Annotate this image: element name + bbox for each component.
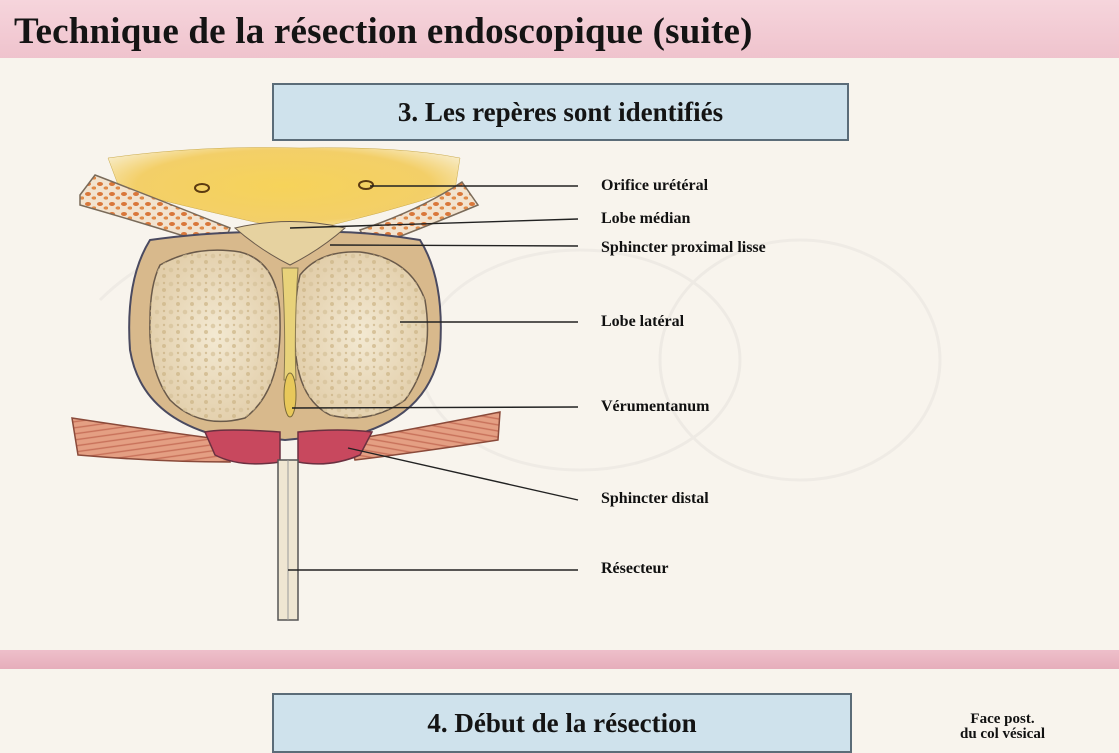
label-sphincter-proximal: Sphincter proximal lisse: [601, 239, 766, 257]
face-post-line-1: Face post.: [960, 712, 1045, 727]
label-orifice-ureteral: Orifice urétéral: [601, 177, 708, 195]
leader-sphincter-distal: [348, 448, 578, 500]
label-sphincter-distal: Sphincter distal: [601, 490, 709, 508]
face-post-label: Face post. du col vésical: [960, 712, 1045, 742]
urethra: [282, 268, 298, 380]
section-4-heading-text: 4. Début de la résection: [427, 708, 696, 739]
label-resecteur: Résecteur: [601, 560, 669, 578]
verumontanum: [284, 373, 296, 417]
label-lobe-lateral: Lobe latéral: [601, 313, 684, 331]
face-post-line-2: du col vésical: [960, 727, 1045, 742]
section-4-heading: 4. Début de la résection: [272, 693, 852, 753]
label-lobe-median: Lobe médian: [601, 210, 690, 228]
section-divider-band: [0, 650, 1119, 669]
leader-sphincter-proximal: [330, 245, 578, 246]
label-verumontanum: Vérumentanum: [601, 398, 709, 416]
